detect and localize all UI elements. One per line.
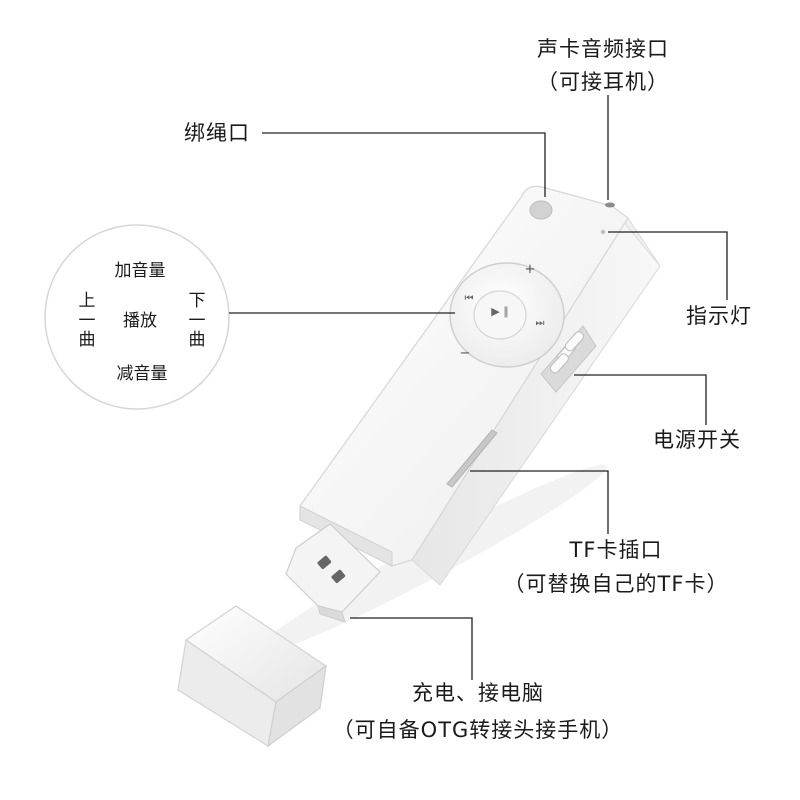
callout-line-power — [574, 374, 707, 425]
prev-track-icon: ⏮ — [464, 293, 474, 304]
audio-jack — [605, 202, 615, 208]
callout-line-charge — [350, 617, 473, 680]
lanyard-hole-label: 绑绳口 — [184, 121, 250, 145]
lanyard-hole — [529, 200, 553, 220]
cap-end — [267, 664, 327, 748]
volume-up-label: 加音量 — [114, 261, 166, 281]
minus-icon: − — [459, 346, 471, 361]
callout-line-tf — [470, 470, 609, 534]
tf-slot-title: TF卡插口 — [569, 538, 663, 562]
prev-track-label: 上 一 曲 — [78, 291, 96, 351]
usb-plug-tip — [317, 605, 346, 623]
play-pause-icon: ▶ ∥ — [491, 305, 509, 318]
audio-port-title: 声卡音频接口 — [537, 37, 669, 61]
next-track-label: 下 一 曲 — [188, 291, 206, 351]
usb-contact-2 — [331, 569, 346, 584]
control-center[interactable] — [473, 290, 527, 340]
usb-neck — [299, 505, 393, 567]
audio-port-note: （可接耳机） — [537, 70, 669, 94]
volume-down-label: 减音量 — [116, 364, 168, 384]
power-switch-label: 电源开关 — [653, 428, 741, 452]
tf-card-slot — [446, 429, 498, 488]
usb-contact-1 — [317, 555, 332, 570]
control-legend-circle — [44, 224, 230, 410]
charge-title: 充电、接电脑 — [412, 681, 544, 705]
plus-icon: + — [524, 262, 536, 277]
callout-line-indicator — [608, 231, 728, 300]
charge-note: （可自备OTG转接头接手机） — [332, 718, 624, 742]
next-track-icon: ⏭ — [535, 318, 545, 329]
power-switch-knob-2[interactable] — [564, 330, 585, 352]
indicator-led — [600, 229, 606, 235]
indicator-light-label: 指示灯 — [686, 304, 752, 328]
power-switch-knob-3[interactable] — [549, 352, 570, 374]
play-label: 播放 — [123, 311, 157, 331]
tf-slot-note: （可替换自己的TF卡） — [503, 572, 729, 596]
callout-line-lanyard — [262, 132, 546, 197]
